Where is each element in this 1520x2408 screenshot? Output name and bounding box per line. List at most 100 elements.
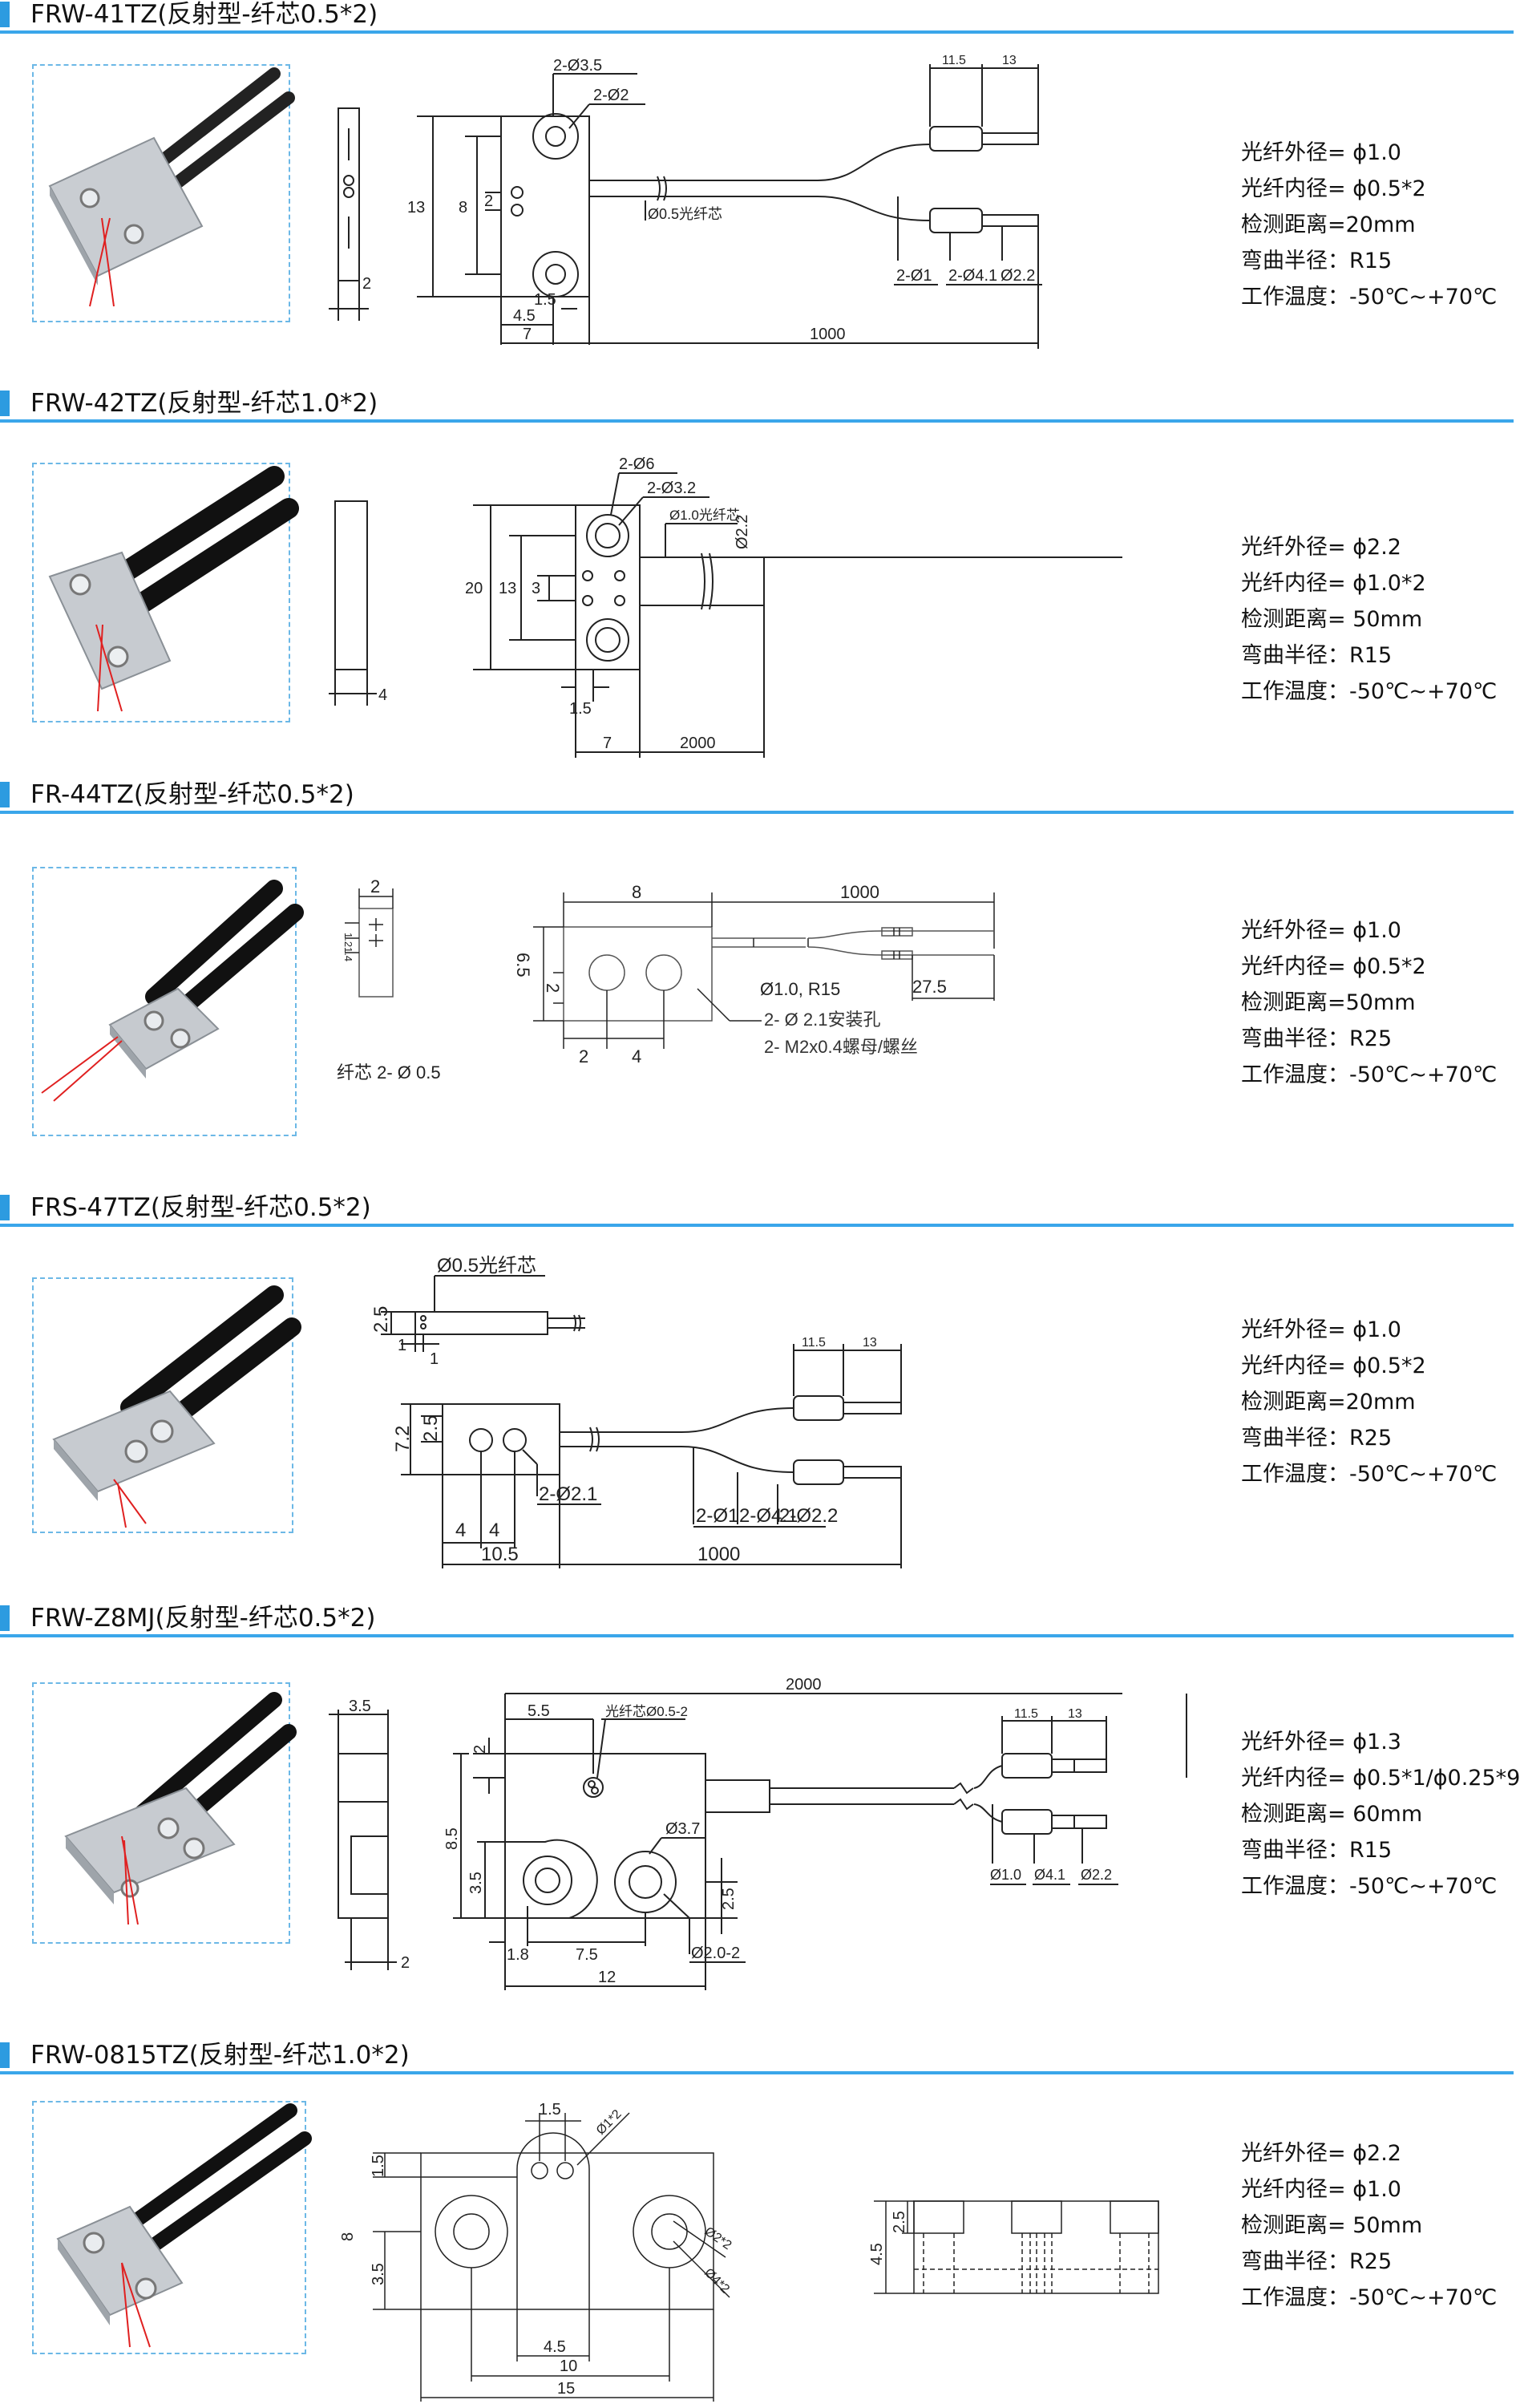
dim-hole-a-label: 2-Ø6 — [619, 455, 654, 473]
dim-4-5-label: 4.5 — [544, 2338, 566, 2356]
dim-sleeve-label: 2-Ø4.1 — [739, 1505, 798, 1527]
spec-list: 光纤外径= ϕ1.0 光纤内径= ϕ0.5*2 检测距离=50mm 弯曲半径：R… — [1241, 913, 1497, 1093]
dim-20-label: 20 — [465, 580, 483, 597]
dim-hole-b-label: 2-Ø2 — [593, 87, 629, 104]
dim-27-5-label: 27.5 — [912, 977, 947, 997]
section-frs-47tz: FRS-47TZ(反射型-纤芯0.5*2) Ø0.5光纤芯 2.5 1 1 — [0, 1193, 1514, 1594]
spec-list: 光纤外径= ϕ2.2 光纤内径= ϕ1.0*2 检测距离= 50mm 弯曲半径：… — [1241, 529, 1497, 710]
dim-2-5-label: 2.5 — [891, 2211, 908, 2233]
dim-2-5b-label: 2.5 — [420, 1415, 442, 1442]
product-photo — [32, 1277, 301, 1533]
fiber-core-label: 纤芯 2- Ø 0.5 — [337, 1062, 441, 1083]
dim-hole-large-label: Ø4*2 — [701, 2266, 732, 2297]
spec-list: 光纤外径= ϕ1.0 光纤内径= ϕ0.5*2 检测距离=20mm 弯曲半径：R… — [1241, 1312, 1497, 1492]
dim-13b-label: 13 — [1002, 54, 1017, 67]
dim-tube-label: 2-Ø2.2 — [779, 1505, 838, 1527]
spec-inner-diameter: 光纤内径= ϕ0.5*1/ϕ0.25*9 — [1241, 1766, 1520, 1791]
dim-7-2-label: 7.2 — [392, 1426, 414, 1452]
section-fr-44tz: FR-44TZ(反射型-纤芯0.5*2) 2 1.2 1.4 纤芯 2- Ø 0… — [0, 780, 1514, 1173]
dim-2-5-label: 2.5 — [720, 1888, 738, 1910]
spec-bend-radius: 弯曲半径：R15 — [1241, 249, 1393, 273]
product-photo — [32, 867, 304, 1136]
fiber-core-label: Ø1.0光纤芯 — [669, 508, 740, 523]
dim-1-5b-label: 1.5 — [370, 2155, 387, 2177]
spec-inner-diameter: 光纤内径= ϕ0.5*2 — [1241, 954, 1426, 979]
dim-13-label: 13 — [407, 199, 425, 217]
spec-detect-distance: 检测距离=20mm — [1241, 212, 1416, 237]
dim-13-label: 13 — [499, 580, 516, 597]
product-photo — [32, 463, 299, 722]
dim-4a-label: 4 — [455, 1520, 466, 1541]
dim-15-label: 15 — [557, 2380, 575, 2398]
dim-2000-label: 2000 — [786, 1676, 822, 1694]
dim-2-label: 2 — [370, 876, 380, 896]
dim-1000-label: 1000 — [840, 882, 879, 902]
spec-temperature: 工作温度：-50℃~+70℃ — [1241, 1062, 1498, 1087]
section-header: FRW-42TZ(反射型-纤芯1.0*2) — [0, 389, 1514, 423]
dim-8-label: 8 — [632, 882, 641, 902]
dim-2000-label: 2000 — [680, 735, 716, 752]
spec-list: 光纤外径= ϕ2.2 光纤内径= ϕ1.0 检测距离= 50mm 弯曲半径：R2… — [1241, 2135, 1497, 2316]
section-divider — [0, 1224, 1514, 1227]
product-photo — [32, 1682, 297, 1944]
section-accent-bar — [0, 2, 10, 27]
dim-4b-label: 4 — [489, 1520, 499, 1541]
spec-detect-distance: 检测距离=20mm — [1241, 1390, 1416, 1414]
dim-hole-small-label: Ø2*2 — [702, 2224, 734, 2252]
spec-outer-diameter: 光纤外径= ϕ1.3 — [1241, 1730, 1401, 1754]
spec-temperature: 工作温度：-50℃~+70℃ — [1241, 2285, 1498, 2310]
section-accent-bar — [0, 391, 10, 416]
dim-1-5-label: 1.5 — [569, 700, 592, 718]
spec-outer-diameter: 光纤外径= ϕ1.0 — [1241, 918, 1401, 943]
dim-8-label: 8 — [339, 2232, 357, 2241]
section-frw-z8mj: FRW-Z8MJ(反射型-纤芯0.5*2) 3.5 2 — [0, 1604, 1520, 2005]
dim-hole-b-label: 2-Ø3.2 — [647, 480, 696, 497]
fiber-core-label: Ø0.5光纤芯 — [437, 1255, 536, 1277]
dim-3-5-label: 3.5 — [370, 2263, 387, 2285]
dim-3-5b-label: 3.5 — [467, 1872, 485, 1894]
dim-hole-a-label: 2-Ø3.5 — [553, 57, 602, 75]
dim-hole-label: Ø3.7 — [665, 1820, 700, 1838]
dimension-drawing: 3.5 2 2000 5.5 光纤芯Ø0.5-2 2 8.5 3.5 Ø3.7 … — [329, 1676, 1187, 1990]
dim-1-2-label: 1.2 — [342, 933, 354, 947]
spec-outer-diameter: 光纤外径= ϕ1.0 — [1241, 140, 1401, 165]
dim-7-5-label: 7.5 — [576, 1946, 598, 1964]
spec-bend-radius: 弯曲半径：R15 — [1241, 1838, 1393, 1863]
dim-11-5-label: 11.5 — [942, 54, 966, 67]
dim-2b-label: 2 — [401, 1954, 410, 1972]
spec-bend-radius: 弯曲半径：R25 — [1241, 2249, 1393, 2274]
section-divider — [0, 1634, 1514, 1637]
section-divider — [0, 30, 1514, 34]
dim-1-4-label: 1.4 — [342, 947, 354, 961]
dim-2b-label: 2 — [543, 983, 563, 993]
spec-outer-diameter: 光纤外径= ϕ2.2 — [1241, 2141, 1401, 2166]
spec-bend-radius: 弯曲半径：R15 — [1241, 643, 1393, 668]
sensor-photo-illustration — [48, 466, 299, 712]
section-title: FR-44TZ(反射型-纤芯0.5*2) — [30, 780, 354, 809]
dim-2b-label: 2 — [484, 192, 493, 210]
section-divider — [0, 811, 1514, 814]
dim-11-5-label: 11.5 — [802, 1336, 826, 1350]
product-photo — [32, 64, 295, 322]
spec-bend-radius: 弯曲半径：R25 — [1241, 1426, 1393, 1451]
section-header: FR-44TZ(反射型-纤芯0.5*2) — [0, 780, 1514, 814]
dim-13-label: 13 — [863, 1336, 877, 1350]
fiber-core-label: 光纤芯Ø0.5-2 — [605, 1704, 688, 1719]
dim-tube-label: Ø2.2 — [1081, 1867, 1112, 1883]
section-divider — [0, 419, 1514, 423]
section-frw-41tz: FRW-41TZ(反射型-纤芯0.5*2) 2 13 — [0, 0, 1514, 385]
dim-10-label: 10 — [560, 2357, 577, 2375]
section-accent-bar — [0, 782, 10, 807]
dimension-drawing: 2 1.2 1.4 纤芯 2- Ø 0.5 8 1000 6.5 2 Ø1.0,… — [337, 876, 995, 1083]
sensor-photo-illustration — [41, 880, 304, 1102]
section-frw-42tz: FRW-42TZ(反射型-纤芯1.0*2) 4 20 13 — [0, 389, 1514, 774]
dimension-drawing: 4 20 13 3 2-Ø6 2-Ø3.2 Ø1.0光纤芯 Ø2.2 1.5 — [329, 455, 1122, 758]
dim-8-5-label: 8.5 — [443, 1827, 461, 1850]
spec-temperature: 工作温度：-50℃~+70℃ — [1241, 1462, 1498, 1487]
dim-tube-label: Ø2.2 — [734, 515, 751, 549]
dim-hole-label: 2-Ø2.1 — [539, 1483, 597, 1505]
spec-inner-diameter: 光纤内径= ϕ0.5*2 — [1241, 176, 1426, 201]
dim-sleeve-label: Ø4.1 — [1034, 1867, 1065, 1883]
dim-fiber-label: 2-Ø1 — [696, 1505, 738, 1527]
section-title: FRW-Z8MJ(反射型-纤芯0.5*2) — [30, 1604, 376, 1633]
